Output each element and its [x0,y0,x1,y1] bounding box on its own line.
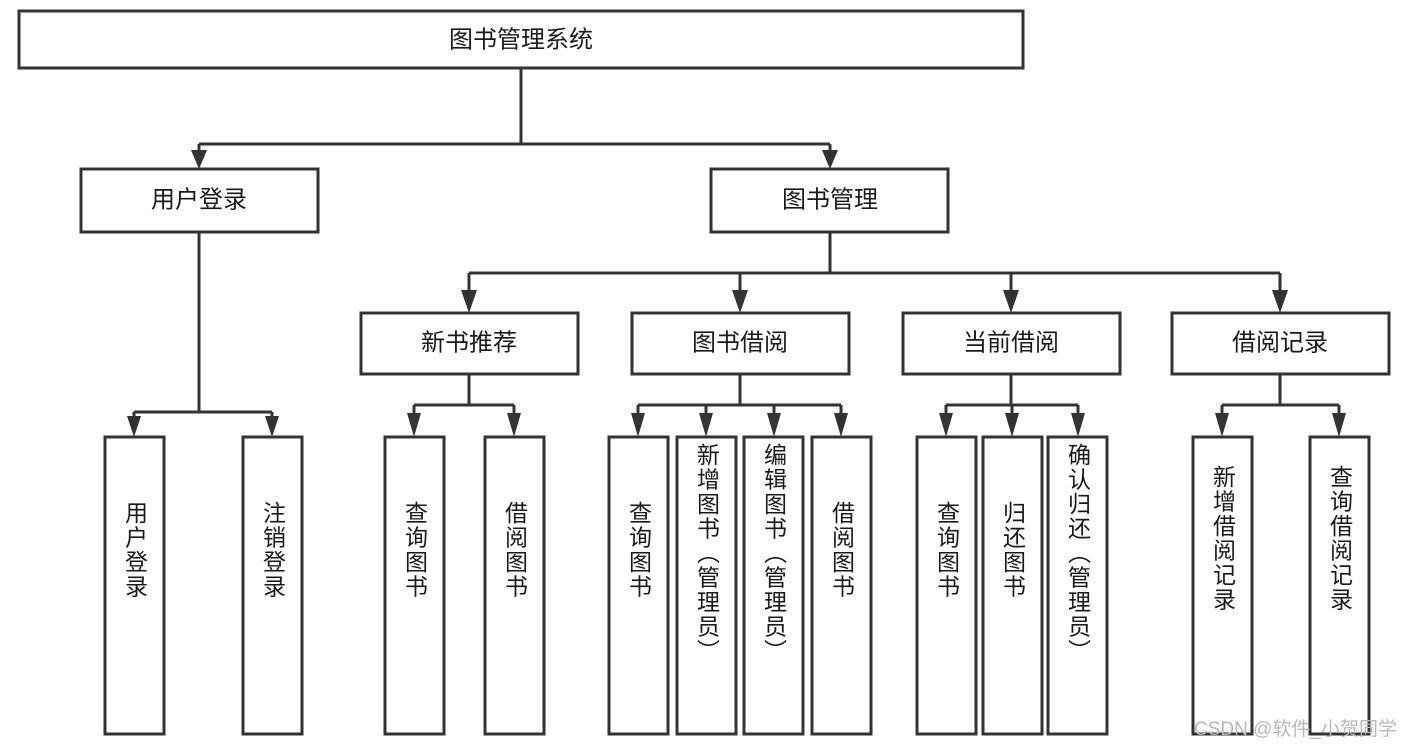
node-new-book-recommend[interactable]: 新书推荐 [359,311,580,376]
arrow-head-current-borrow [1003,290,1019,313]
connector-group-book-manage [461,232,1288,313]
node-new-book-recommend-rect[interactable] [359,311,580,376]
arrow-head-borrow-record [1272,290,1288,313]
arrow-head-user-login [191,150,207,169]
node-user-login-label: 用户登录 [151,186,247,213]
arrow-head-leaf-edit-book [767,413,781,437]
node-current-borrow-label: 当前借阅 [963,329,1059,356]
arrow-head-leaf-query-record [1332,413,1346,437]
arrow-head-leaf-query-book-3 [939,413,953,437]
arrow-head-leaf-add-record [1215,413,1229,437]
node-user-login-rect[interactable] [79,167,320,234]
connector-group-borrow-record [1215,374,1346,437]
arrow-head-leaf-return-book [1005,413,1019,437]
leaf-boxes-group [103,435,1371,736]
leaf-borrow-book-2-rect[interactable] [810,435,873,736]
leaf-query-book-3-rect[interactable] [915,435,978,736]
connector-group-root [191,68,838,169]
watermark: CSDN @软件_小贺同学 [1194,719,1397,740]
leaf-edit-book-rect[interactable] [742,435,805,736]
arrow-head-leaf-borrow-book-2 [834,413,848,437]
leaf-return-book-rect[interactable] [981,435,1044,736]
leaf-query-book-2-rect[interactable] [607,435,670,736]
node-root-label: 图书管理系统 [449,26,593,53]
arrow-head-leaf-add-book [699,413,713,437]
leaf-borrow-book-1-rect[interactable] [483,435,546,736]
node-book-borrow-label: 图书借阅 [692,329,788,356]
connector-group-new-book-recommend [407,374,521,437]
connector-group-current-borrow [939,374,1085,437]
arrow-head-new-book-recommend [461,290,477,313]
node-current-borrow-rect[interactable] [901,311,1122,376]
arrow-head-book-manage [822,150,838,169]
leaf-confirm-return-rect[interactable] [1046,435,1109,736]
node-book-manage-label: 图书管理 [782,186,878,213]
node-borrow-record-label: 借阅记录 [1232,329,1328,356]
arrow-head-leaf-borrow-book-1 [507,413,521,437]
node-book-borrow-rect[interactable] [630,311,851,376]
node-new-book-recommend-label: 新书推荐 [421,329,517,356]
node-book-borrow[interactable]: 图书借阅 [630,311,851,376]
node-book-manage[interactable]: 图书管理 [709,167,950,234]
node-root-rect[interactable] [17,9,1025,70]
arrow-head-book-borrow [732,290,748,313]
arrow-head-leaf-user-logout [265,416,279,437]
arrow-head-leaf-confirm-return [1071,413,1085,437]
leaf-add-book-rect[interactable] [675,435,738,736]
node-root[interactable]: 图书管理系统 [17,9,1025,70]
leaf-query-record-rect[interactable] [1308,435,1371,736]
connector-group-user-login [127,232,279,437]
node-book-manage-rect[interactable] [709,167,950,234]
leaf-user-logout-rect[interactable] [241,435,304,736]
node-user-login[interactable]: 用户登录 [79,167,320,234]
arrow-head-leaf-query-book-1 [407,413,421,437]
arrow-head-leaf-user-login [127,416,141,437]
leaf-query-book-1-rect[interactable] [383,435,446,736]
arrow-head-leaf-query-book-2 [631,413,645,437]
leaf-user-login-rect[interactable] [103,435,166,736]
node-borrow-record-rect[interactable] [1170,311,1391,376]
node-current-borrow[interactable]: 当前借阅 [901,311,1122,376]
node-borrow-record[interactable]: 借阅记录 [1170,311,1391,376]
connector-group-book-borrow [631,374,848,437]
leaf-add-record-rect[interactable] [1191,435,1254,736]
